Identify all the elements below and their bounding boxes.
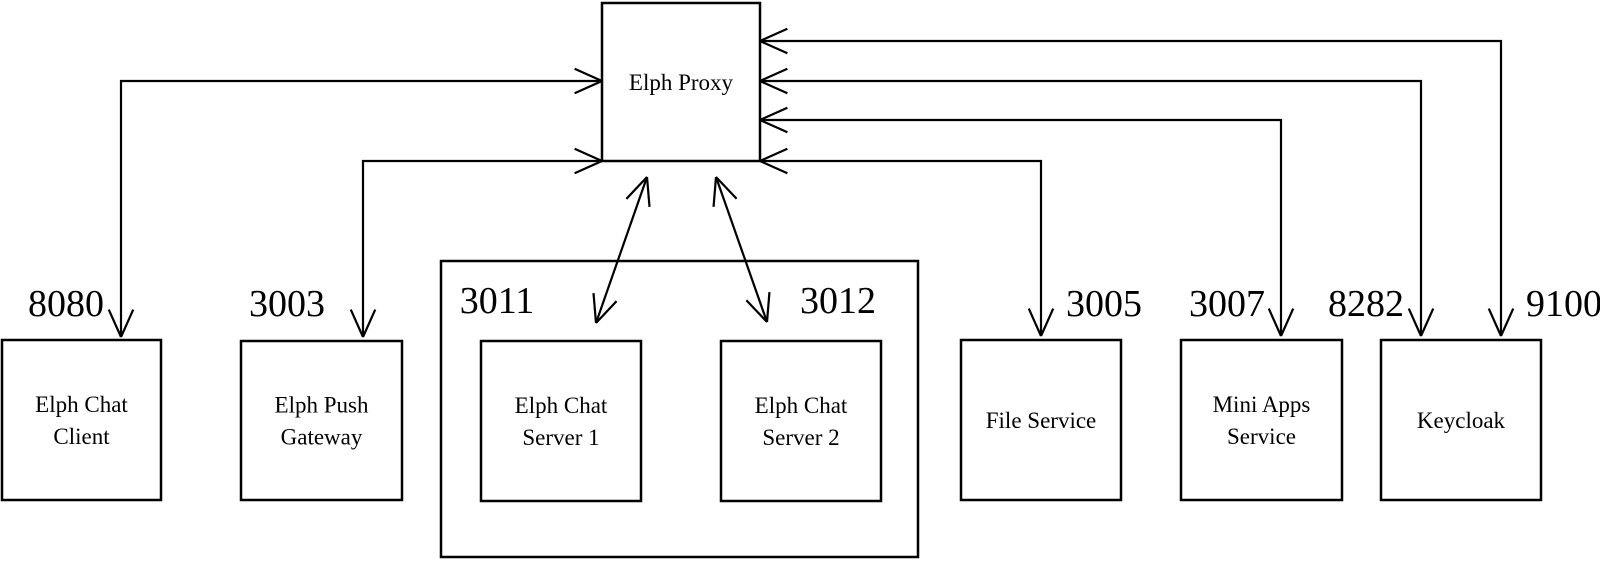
- port-label-8282: 8282: [1328, 283, 1404, 325]
- node-label-elph-proxy: Elph Proxy: [629, 70, 734, 95]
- edge-keycloak-8282-proxy: [759, 67, 1435, 337]
- arrowhead: [1027, 308, 1043, 337]
- arrowhead: [1487, 308, 1503, 337]
- arrowhead: [1267, 308, 1283, 337]
- arrowhead: [645, 176, 651, 207]
- port-label-3011: 3011: [460, 280, 535, 322]
- arrowhead: [759, 27, 788, 43]
- edge-line-keycloak-8282-proxy: [760, 79, 1423, 336]
- node-label-elph-push-gateway: Elph Push: [275, 393, 369, 418]
- arrowhead: [361, 309, 377, 338]
- arrowhead: [349, 309, 365, 338]
- node-box-mini-apps-service: [1179, 338, 1344, 502]
- edge-line-proxy-chat-server-2: [714, 176, 769, 323]
- arrowhead: [574, 147, 603, 163]
- node-label-elph-push-gateway: Gateway: [281, 425, 363, 450]
- edge-chat-client-proxy: [107, 67, 603, 338]
- edge-push-gateway-proxy: [349, 147, 603, 338]
- arrowhead: [1499, 308, 1515, 337]
- node-keycloak: Keycloak: [1379, 338, 1543, 502]
- arrowhead: [765, 292, 771, 323]
- node-label-mini-apps-service: Service: [1227, 424, 1296, 449]
- arrowhead: [759, 67, 788, 83]
- node-label-file-service: File Service: [986, 408, 1097, 433]
- node-box-elph-push-gateway: [239, 339, 404, 502]
- node-label-elph-chat-server-2: Server 2: [762, 425, 839, 450]
- port-label-3005: 3005: [1066, 283, 1142, 325]
- node-label-elph-chat-server-2: Elph Chat: [755, 393, 848, 418]
- port-label-3003: 3003: [249, 283, 325, 325]
- arrowhead: [745, 299, 768, 323]
- arrowhead: [759, 147, 788, 163]
- node-box-elph-chat-server-2: [719, 339, 883, 503]
- edge-line-file-service-proxy: [760, 159, 1043, 336]
- edge-line-mini-apps-proxy: [760, 118, 1283, 336]
- node-box-elph-chat-client: [0, 338, 163, 502]
- arrowhead: [574, 67, 603, 83]
- arrowhead: [119, 309, 135, 338]
- arrowhead: [574, 79, 603, 95]
- node-box-file-service: [959, 338, 1123, 502]
- edge-line-push-gateway-proxy: [361, 159, 602, 337]
- node-box-keycloak: [1379, 338, 1543, 502]
- node-label-keycloak: Keycloak: [1417, 408, 1506, 433]
- node-label-elph-chat-server-1: Elph Chat: [515, 393, 608, 418]
- arrowhead: [759, 159, 788, 175]
- edge-proxy-chat-server-2: [712, 176, 771, 323]
- port-label-3007: 3007: [1189, 283, 1265, 325]
- node-label-mini-apps-service: Mini Apps: [1213, 392, 1311, 417]
- port-label-9100: 9100: [1526, 283, 1600, 325]
- arrowhead: [1039, 308, 1055, 337]
- arrowhead: [1419, 308, 1435, 337]
- arrowhead: [759, 118, 788, 134]
- arrowhead: [759, 39, 788, 55]
- arrowhead: [1279, 308, 1295, 337]
- node-chat-server-cluster: [439, 259, 920, 559]
- arrowhead: [759, 79, 788, 95]
- node-file-service: File Service: [959, 338, 1123, 502]
- arrowhead: [595, 300, 618, 324]
- arrowhead: [574, 159, 603, 175]
- edge-line-keycloak-9100-proxy: [760, 39, 1503, 336]
- node-label-elph-chat-client: Client: [53, 424, 110, 449]
- node-box-chat-server-cluster: [439, 259, 920, 559]
- arrowhead: [759, 106, 788, 122]
- arrowhead: [592, 293, 598, 324]
- port-label-3012: 3012: [800, 280, 876, 322]
- edge-keycloak-9100-proxy: [759, 27, 1515, 337]
- node-label-elph-chat-server-1: Server 1: [522, 425, 599, 450]
- arrowhead: [712, 176, 718, 207]
- node-label-elph-chat-client: Elph Chat: [35, 392, 128, 417]
- edge-file-service-proxy: [759, 147, 1055, 337]
- arrowhead: [625, 176, 648, 200]
- edge-line-chat-client-proxy: [119, 79, 602, 337]
- arrowhead: [715, 176, 738, 200]
- node-elph-proxy: Elph Proxy: [600, 1, 762, 163]
- edge-line-proxy-chat-server-1: [594, 176, 649, 324]
- edge-proxy-chat-server-1: [592, 176, 651, 324]
- arrowhead: [1407, 308, 1423, 337]
- node-box-elph-chat-server-1: [479, 339, 643, 503]
- edge-mini-apps-proxy: [759, 106, 1295, 337]
- port-label-8080: 8080: [28, 283, 104, 325]
- arrowhead: [107, 309, 123, 338]
